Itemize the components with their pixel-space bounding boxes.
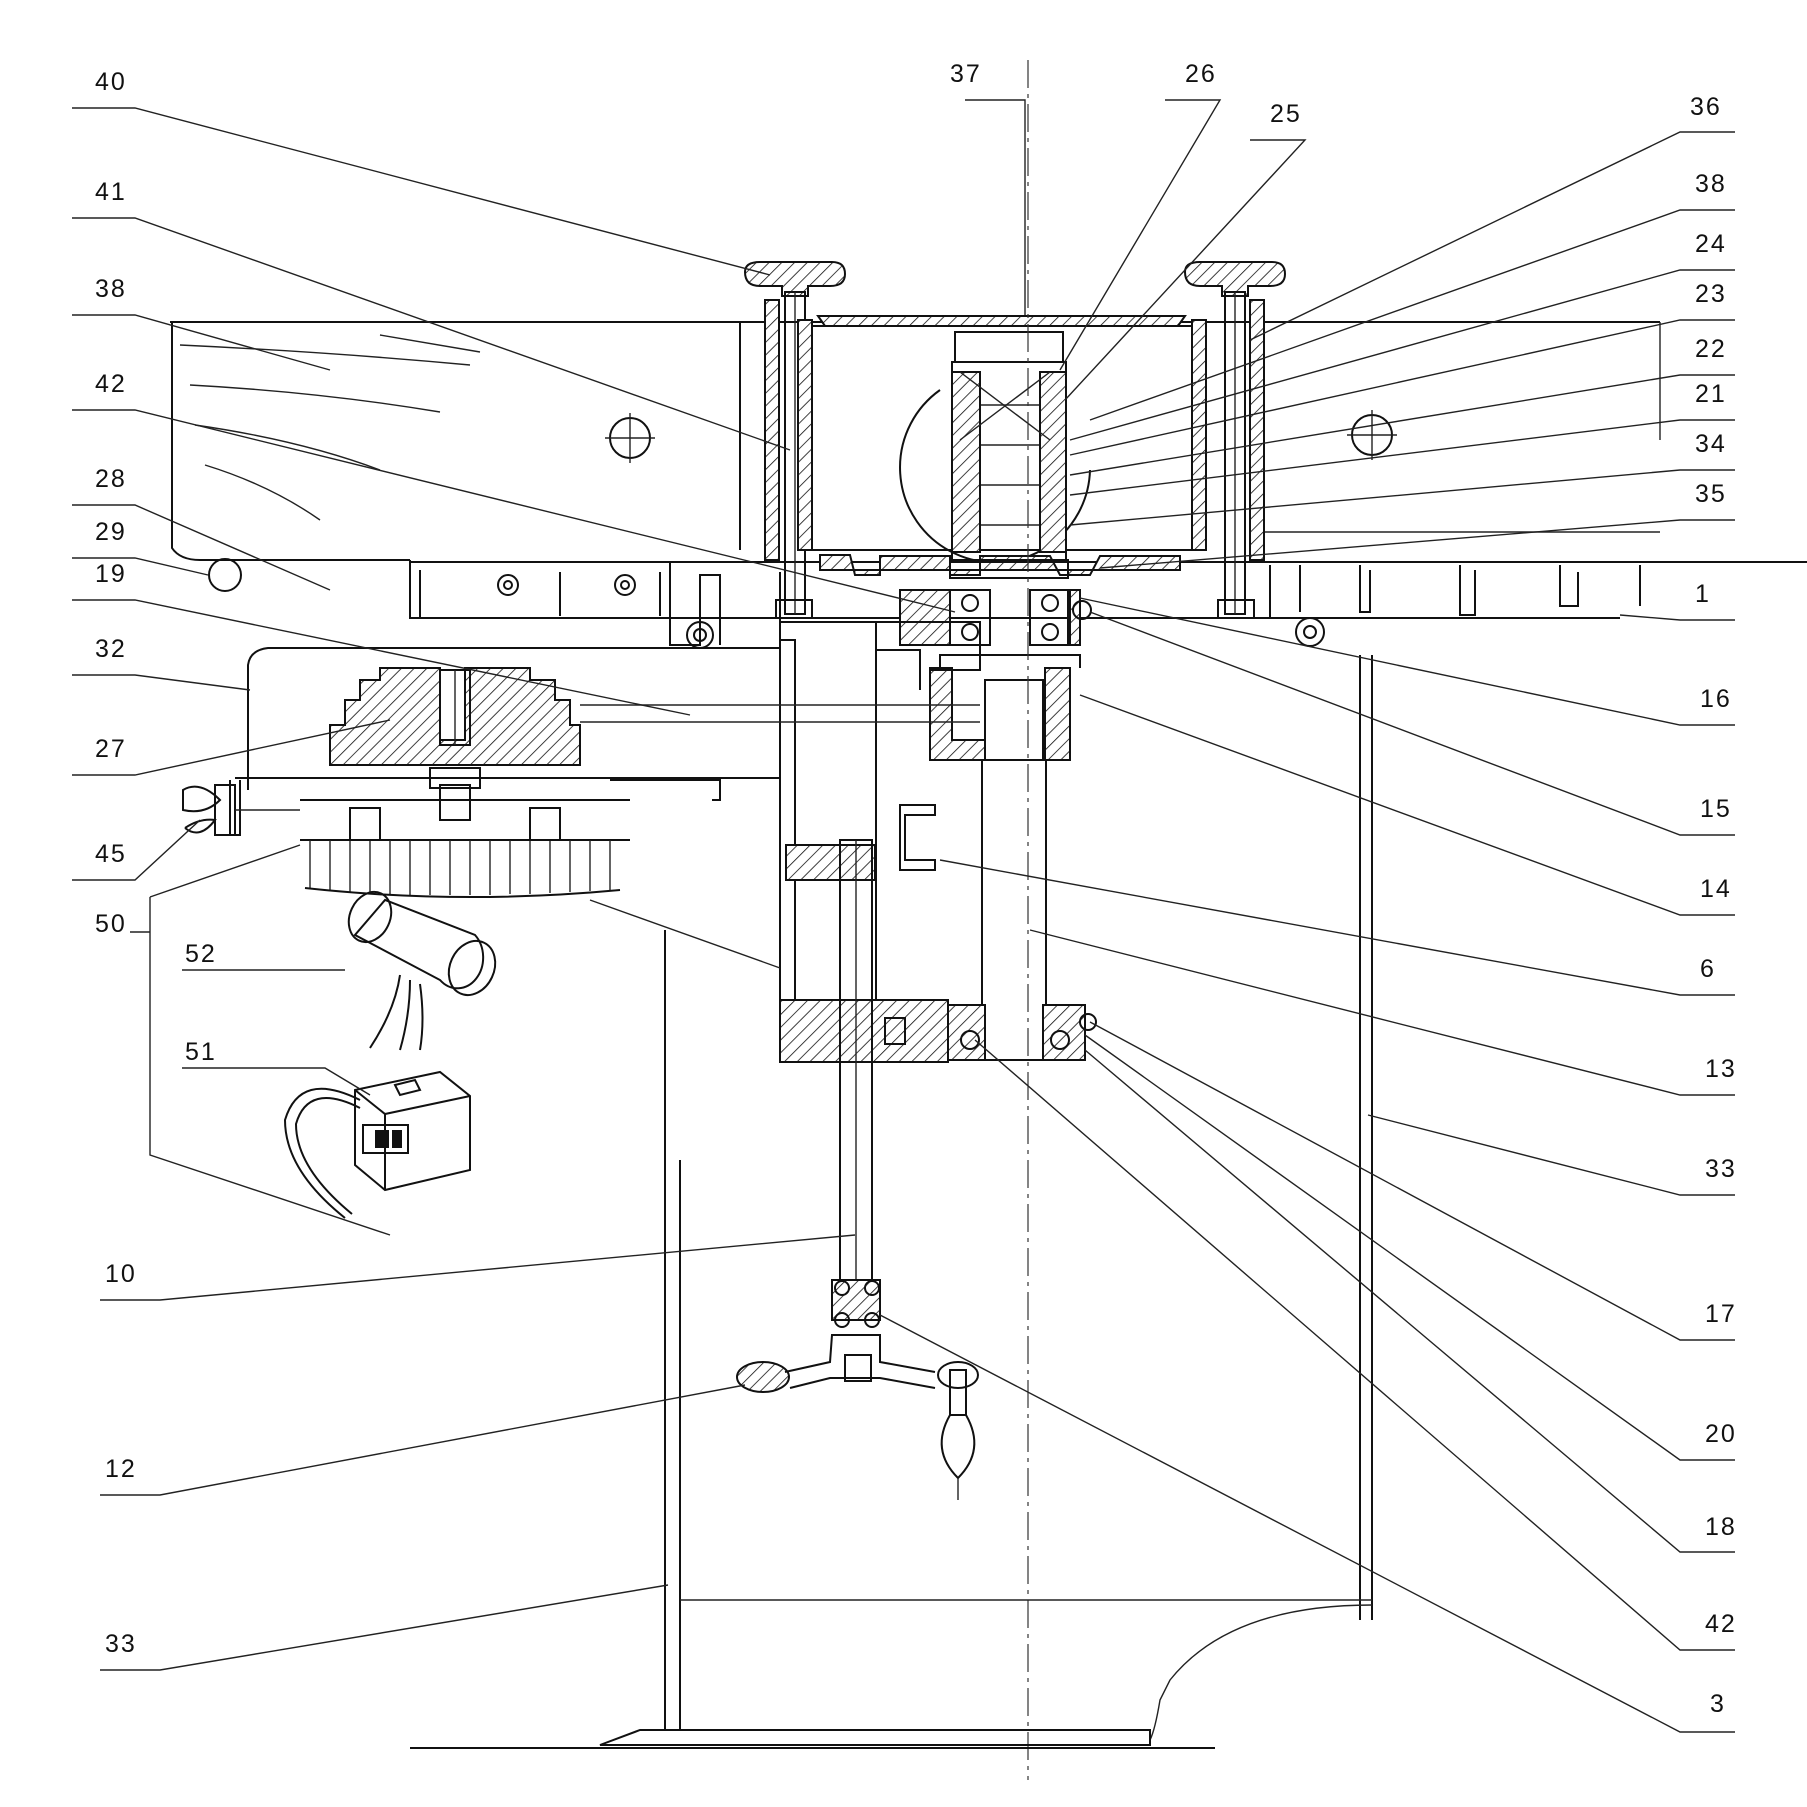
main-shaft xyxy=(981,60,1047,1780)
left-knob-bolt xyxy=(743,261,847,619)
label-16: 16 xyxy=(1700,685,1732,713)
label-25: 25 xyxy=(1270,100,1302,128)
label-6: 6 xyxy=(1700,955,1716,983)
label-40-left: 40 xyxy=(95,68,127,96)
adjusting-rod xyxy=(831,839,881,1328)
label-26: 26 xyxy=(1185,60,1217,88)
label-50: 50 xyxy=(95,910,127,938)
label-17: 17 xyxy=(1705,1300,1737,1328)
label-23: 23 xyxy=(1695,280,1727,308)
label-10: 10 xyxy=(105,1260,137,1288)
label-36: 36 xyxy=(1690,93,1722,121)
spindle-nut-stack xyxy=(949,331,1069,579)
label-52: 52 xyxy=(185,940,217,968)
leader-lines xyxy=(72,99,1735,1733)
upper-bearing xyxy=(899,589,1092,646)
handwheel xyxy=(736,1334,979,1500)
capacitor xyxy=(347,890,497,1051)
label-24: 24 xyxy=(1695,230,1727,258)
label-20: 20 xyxy=(1705,1420,1737,1448)
label-34: 34 xyxy=(1695,430,1727,458)
label-3: 3 xyxy=(1710,1690,1726,1718)
label-29: 29 xyxy=(95,518,127,546)
right-knob-bolt xyxy=(1183,261,1287,619)
label-51: 51 xyxy=(185,1038,217,1066)
label-21: 21 xyxy=(1695,380,1727,408)
label-37: 37 xyxy=(950,60,982,88)
label-32: 32 xyxy=(95,635,127,663)
pulley xyxy=(329,667,980,821)
label-42-right: 42 xyxy=(1705,1610,1737,1638)
switch-box xyxy=(283,1070,471,1219)
wing-nut xyxy=(182,784,300,836)
label-42-left: 42 xyxy=(95,370,127,398)
base-plate xyxy=(208,558,1807,649)
label-41: 41 xyxy=(95,178,127,206)
label-15: 15 xyxy=(1700,795,1732,823)
label-33-right: 33 xyxy=(1705,1155,1737,1183)
label-35: 35 xyxy=(1695,480,1727,508)
wooden-beam xyxy=(170,321,1661,561)
lower-bearing xyxy=(947,1004,1097,1061)
heat-sink xyxy=(300,799,630,899)
label-45: 45 xyxy=(95,840,127,868)
label-27: 27 xyxy=(95,735,127,763)
label-19: 19 xyxy=(95,560,127,588)
top-housing xyxy=(797,315,1207,576)
outer-tube xyxy=(410,655,1373,1749)
label-18: 18 xyxy=(1705,1513,1737,1541)
label-1: 1 xyxy=(1695,580,1711,608)
label-38-left: 38 xyxy=(95,275,127,303)
label-22: 22 xyxy=(1695,335,1727,363)
label-12: 12 xyxy=(105,1455,137,1483)
label-38-right: 38 xyxy=(1695,170,1727,198)
label-28: 28 xyxy=(95,465,127,493)
label-33-left: 33 xyxy=(105,1630,137,1658)
label-14: 14 xyxy=(1700,875,1732,903)
support-column xyxy=(779,621,981,1063)
label-13: 13 xyxy=(1705,1055,1737,1083)
part-labels: 40 41 38 42 28 29 19 32 27 45 50 52 51 1… xyxy=(95,60,1737,1718)
